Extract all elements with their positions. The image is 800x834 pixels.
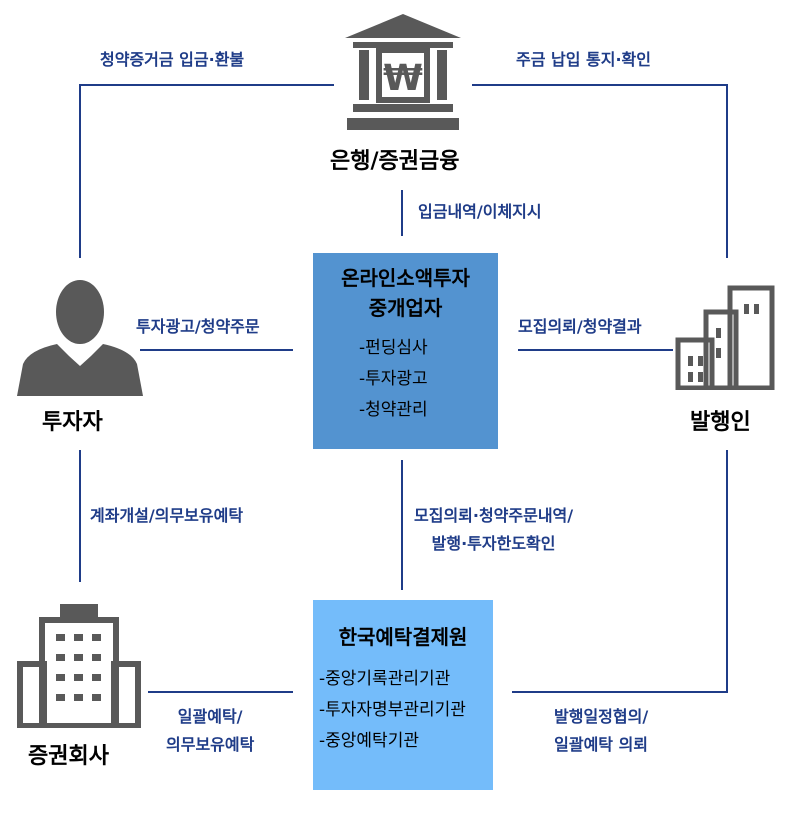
connector-line: [79, 84, 81, 258]
issuer-label: 발행인: [690, 410, 751, 435]
flow-platform-issuer: 모집의뢰/청약결과: [518, 317, 642, 336]
connector-line: [79, 84, 334, 86]
ksd-title: 한국예탁결제원: [338, 625, 468, 649]
flow-securities-ksd: 일괄예탁/ 의무보유예탁: [166, 703, 254, 759]
bank-won-icon: ₩: [345, 14, 461, 130]
flow-bank-issuer: 주금 납입 통지·확인: [516, 50, 651, 69]
flow-platform-ksd-line1: 모집의뢰·청약주문내역/: [414, 506, 574, 525]
ksd-item: -중앙예탁기관: [319, 731, 419, 751]
platform-box: 온라인소액투자 중개업자 -펀딩심사 -투자광고 -청약관리: [313, 253, 498, 449]
connector-line: [401, 460, 403, 590]
flow-issuer-ksd: 발행일정협의/ 일괄예탁 의뢰: [554, 703, 648, 759]
connector-line: [512, 691, 728, 693]
connector-line: [518, 349, 673, 351]
flow-investor-bank: 청약증거금 입금·환불: [100, 50, 245, 69]
ksd-box: 한국예탁결제원 -중앙기록관리기관 -투자자명부관리기관 -중앙예탁기관: [313, 600, 493, 790]
office-building-icon: [17, 604, 141, 728]
bank-label: 은행/증권금융: [330, 149, 460, 174]
person-icon: [17, 280, 143, 396]
connector-line: [472, 84, 728, 86]
connector-line: [726, 450, 728, 693]
platform-item: -펀딩심사: [359, 338, 428, 358]
flow-securities-ksd-line1: 일괄예탁/: [177, 707, 243, 726]
flow-issuer-ksd-line1: 발행일정협의/: [554, 707, 649, 726]
flow-bank-platform: 입금내역/이체지시: [418, 202, 542, 221]
connector-line: [140, 349, 293, 351]
flow-platform-ksd: 모집의뢰·청약주문내역/ 발행·투자한도확인: [414, 502, 573, 558]
ksd-item: -투자자명부관리기관: [319, 700, 466, 720]
connector-line: [401, 190, 403, 236]
platform-title-line1: 온라인소액투자: [341, 266, 470, 290]
securities-company-label: 증권회사: [28, 744, 109, 769]
investor-label: 투자자: [42, 410, 103, 435]
connector-line: [148, 691, 293, 693]
platform-title-line2: 중개업자: [368, 296, 443, 320]
office-buildings-icon: [675, 285, 775, 390]
flow-issuer-ksd-line2: 일괄예탁 의뢰: [554, 735, 649, 754]
flow-platform-ksd-line2: 발행·투자한도확인: [431, 534, 556, 553]
flow-investor-securities: 계좌개설/의무보유예탁: [90, 506, 244, 525]
connector-line: [726, 84, 728, 258]
svg-text:₩: ₩: [383, 58, 423, 99]
ksd-item: -중앙기록관리기관: [319, 669, 451, 689]
flow-securities-ksd-line2: 의무보유예탁: [166, 735, 255, 754]
platform-item: -청약관리: [359, 400, 428, 420]
flow-investor-platform: 투자광고/청약주문: [136, 317, 260, 336]
platform-item: -투자광고: [359, 369, 428, 389]
connector-line: [79, 450, 81, 582]
